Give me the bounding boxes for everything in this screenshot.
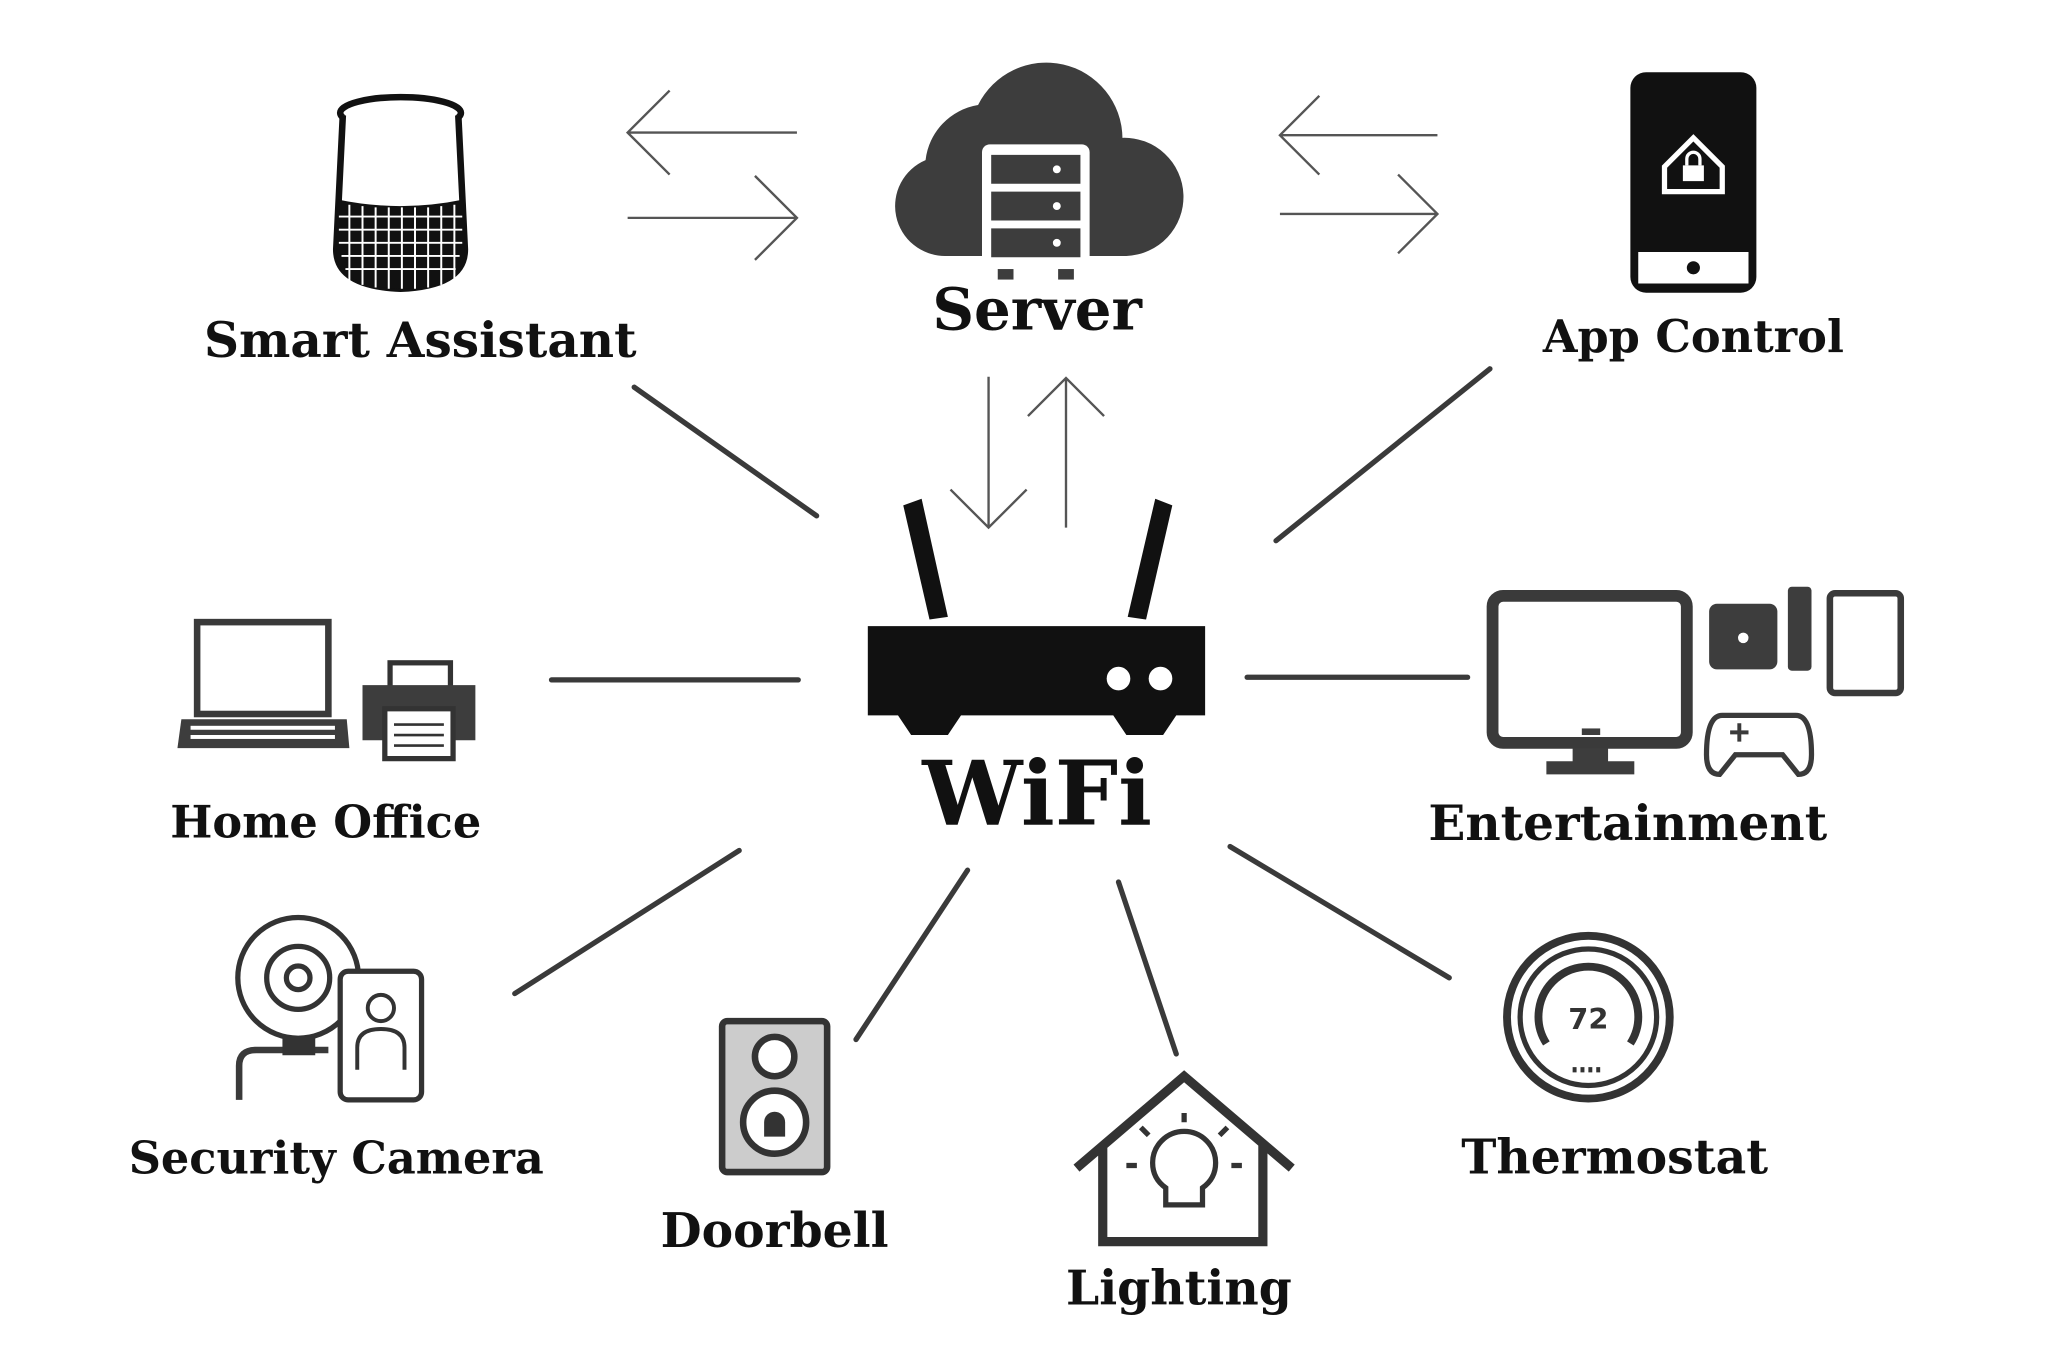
entertainment-label: Entertainment [1428,795,1827,852]
line-thermostat [1227,843,1452,981]
line-smart-assistant [631,384,820,519]
entertainment-devices-icon [1486,586,1905,778]
smart-assistant-label: Smart Assistant [204,312,637,369]
home-office-label: Home Office [170,795,481,848]
thermostat-display: 72 [1568,1002,1608,1036]
arrow-down-icon [949,376,1028,530]
arrow-up-icon [1027,376,1105,528]
doorbell-icon [718,1017,831,1176]
house-lightbulb-icon [1073,1070,1295,1247]
arrow-left-icon [1278,94,1438,176]
line-app-control [1273,366,1493,544]
wifi-label: WiFi [921,741,1152,846]
arrow-right-icon [1279,173,1440,255]
connection-lines [512,366,1493,1057]
arrow-left-icon [625,89,797,176]
app-control-label: App Control [1542,310,1844,363]
lighting-label: Lighting [1066,1262,1292,1317]
data-flow-arrows [625,89,1440,530]
line-doorbell [853,867,971,1043]
thermostat-label: Thermostat [1461,1130,1768,1185]
line-security-camera [512,847,742,997]
arrow-right-icon [627,175,799,261]
smartphone-app-icon [1630,72,1757,293]
laptop-printer-icon [177,618,476,762]
router-icon [867,498,1206,735]
cloud-server-icon [895,62,1184,280]
line-lighting [1115,879,1179,1057]
thermostat-icon: 72 [1503,931,1674,1103]
server-label: Server [932,275,1143,343]
security-camera-label: Security Camera [129,1131,544,1184]
security-camera-icon [235,914,425,1103]
smart-speaker-icon [332,93,469,293]
doorbell-label: Doorbell [661,1204,889,1259]
